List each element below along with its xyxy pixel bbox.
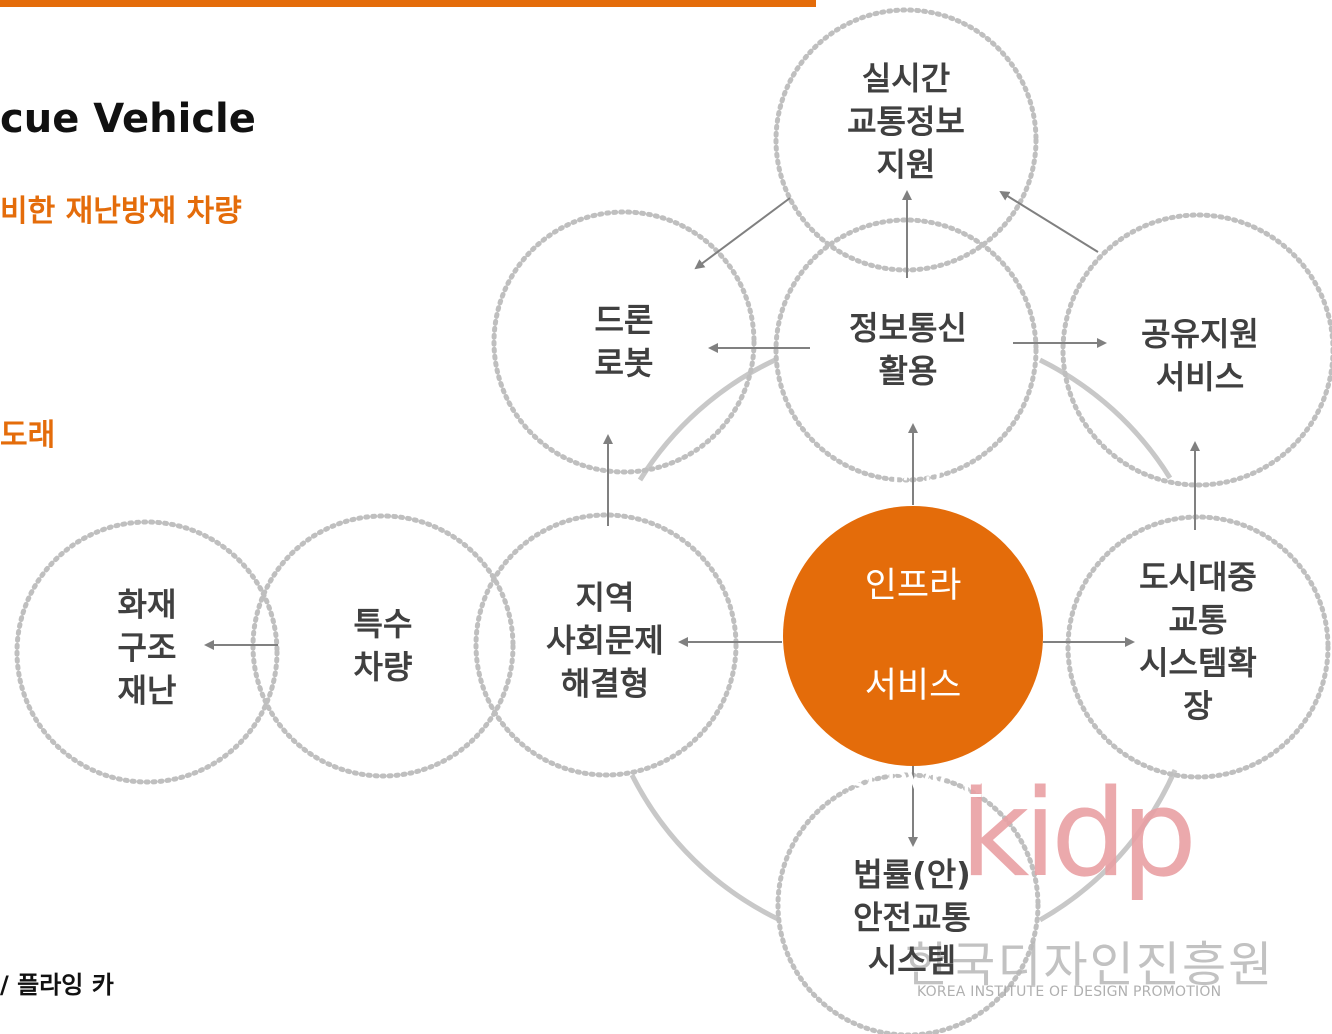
center-circle [783, 506, 1043, 766]
node-circle-drone [491, 209, 757, 475]
center-line-1: 공공 [880, 466, 946, 506]
slide-title: cue Vehicle [0, 96, 256, 142]
node-special-vehicle: 특수 차량 [353, 605, 413, 686]
ring-arc-lower-right [1038, 768, 1178, 923]
node-circle-law [775, 772, 1041, 1034]
center-line-3: 서비스 [864, 666, 962, 706]
node-ict-utilization: 정보통신 활용 [849, 309, 967, 390]
kidp-logo-watermark: kidp [960, 765, 1197, 904]
top-accent-bar [0, 0, 816, 7]
slide-keyword: 도래 [0, 418, 56, 453]
node-realtime-traffic-info: 실시간 교통정보 지원 [847, 59, 965, 184]
center-public-infra-service: 공공 인프라 서비스 SERVICE [844, 411, 984, 861]
background-ring [629, 357, 1178, 923]
slide-footnote: / 플라잉 카 [0, 971, 114, 999]
node-circle-transit [1065, 514, 1331, 780]
node-fire-rescue-disaster: 화재 구조 재난 [117, 585, 177, 710]
ring-arc-upper-left [637, 357, 777, 482]
kidp-english-watermark: KOREA INSTITUTE OF DESIGN PROMOTION [917, 984, 1222, 1000]
node-circle-regional [473, 512, 739, 778]
node-circle-sharing [1060, 212, 1332, 488]
arrow-realtime-to-drone [694, 197, 791, 270]
node-circle-fire [14, 519, 280, 785]
node-regional-problem-solving: 지역 사회문제 해결형 [546, 578, 664, 703]
arrow-sharing-to-realtime [999, 190, 1099, 253]
ring-arc-upper-right [1038, 357, 1173, 480]
node-urban-transit-expansion: 도시대중 교통 시스템확장 [1139, 558, 1257, 725]
slide-subtitle: 비한 재난방재 차량 [0, 194, 242, 229]
node-sharing-service: 공유지원 서비스 [1141, 315, 1259, 396]
center-line-4: SERVICE [844, 765, 984, 806]
ring-arc-lower-left [629, 773, 782, 923]
center-line-2: 인프라 [864, 566, 962, 606]
kidp-korean-watermark: 한국디자인진흥원 [905, 937, 1275, 993]
node-drone-robot: 드론 로봇 [594, 301, 654, 382]
node-law-safe-traffic: 법률(안) 안전교통 시스템 [853, 855, 971, 980]
